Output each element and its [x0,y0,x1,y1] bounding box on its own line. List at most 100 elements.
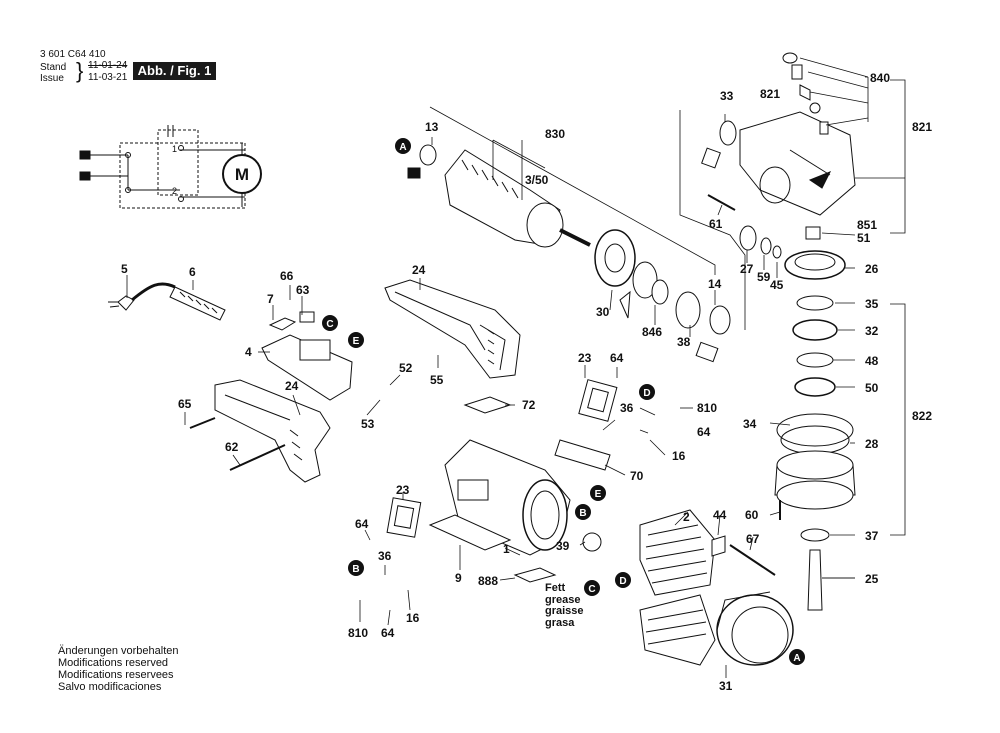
grease-note: Fett grease graisse grasa [545,582,584,629]
motor-symbol: M [235,165,249,184]
issue-date: 11-03-21 [88,72,128,83]
grease-line: graisse [545,605,584,617]
side-handle [189,379,331,483]
marker-b [575,504,591,520]
part-label: 60 [745,508,759,522]
grease-line: Fett [545,582,566,594]
marker-letter: A [399,142,406,153]
part-label: 23 [578,351,592,365]
grease-line: grasa [545,616,575,629]
part-label: 39 [556,539,570,553]
screw-61 [707,194,736,211]
part-label: 810 [348,626,368,640]
brush-holder-top [578,379,618,422]
part-label: 23 [396,483,410,497]
part-label: 9 [455,571,462,585]
stand-date: 11-01-24 [88,60,128,71]
marker-e [590,485,606,501]
spindle-lock [782,52,829,135]
part-label: 70 [630,469,644,483]
switch-assembly [261,311,353,401]
marker-d [639,384,655,400]
marker-c [322,315,338,331]
rear-handle-housing [384,279,521,379]
part-number: 3 601 C64 410 [40,49,106,60]
part-label: 830 [545,127,565,141]
part-label: 3/50 [525,173,549,187]
gear-head [701,111,856,216]
stator-field [639,509,716,666]
marker-letter: C [326,319,333,330]
label-plate-9 [428,514,512,551]
part-label: 64 [610,351,624,365]
marker-a [395,138,411,154]
marker-letter: D [643,388,650,399]
part-label: 61 [709,217,723,231]
part-label: 64 [697,425,711,439]
part-label: 810 [697,401,717,415]
screw-67 [729,544,776,576]
part-label: 851 [857,218,877,232]
part-label: 36 [378,549,392,563]
part-label: 36 [620,401,634,415]
part-label: 16 [406,611,420,625]
part-label: 53 [361,417,375,431]
part-label: 32 [865,324,879,338]
part-label: 888 [478,574,498,588]
part-label: 28 [865,437,879,451]
stand-label: Stand [40,62,67,73]
footer-line-de: Änderungen vorbehalten [58,645,179,657]
part-label: 14 [708,277,722,291]
part-label: 35 [865,297,879,311]
part-label: 2 [683,510,690,524]
brush-plug-39 [582,532,602,552]
part-label: 37 [865,529,879,543]
part-label: 1 [503,542,510,556]
fan-guard [716,591,794,666]
label-plate-888 [513,567,557,583]
brace: } [76,58,84,83]
marker-b [348,560,364,576]
marker-c [584,580,600,596]
part-label: 7 [267,292,274,306]
brush-holder-bottom [386,497,422,538]
part-label: 55 [430,373,444,387]
label-plate-70 [554,439,611,471]
part-label: 24 [412,263,426,277]
part-label: 5 [121,262,128,276]
part-label: 48 [865,354,879,368]
part-label: 51 [857,231,871,245]
leader-lines [126,57,906,678]
marker-d [615,572,631,588]
part-label: 840 [870,71,890,85]
issue-label: Issue [40,73,64,84]
part-label: 64 [381,626,395,640]
part-label: 64 [355,517,369,531]
figure-badge: Abb. / Fig. 1 [133,62,216,80]
part-label: 34 [743,417,757,431]
marker-letter: E [595,489,602,500]
part-label: 16 [672,449,686,463]
terminal-label-2: 2 [172,186,177,196]
part-label: 846 [642,325,662,339]
part-label: 72 [522,398,536,412]
part-label: 62 [225,440,239,454]
part-label: 50 [865,381,879,395]
marker-letter: E [353,336,360,347]
part-label: 65 [178,397,192,411]
part-label: 33 [720,89,734,103]
part-label: 30 [596,305,610,319]
part-label: 4 [245,345,252,359]
grease-line: grease [545,593,581,606]
marker-letter: B [579,508,586,519]
part-label: 63 [296,283,310,297]
footer-line-en: Modifications reserved [58,657,169,669]
part-label: 52 [399,361,413,375]
part-label: 24 [285,379,299,393]
part-label: 26 [865,262,879,276]
marker-letter: D [619,576,626,587]
part-labels: 13 830 3/50 33 821 840 821 851 51 26 35 … [121,71,932,693]
terminal-44 [711,535,726,557]
marker-e [348,332,364,348]
bearing-flange [594,229,731,363]
